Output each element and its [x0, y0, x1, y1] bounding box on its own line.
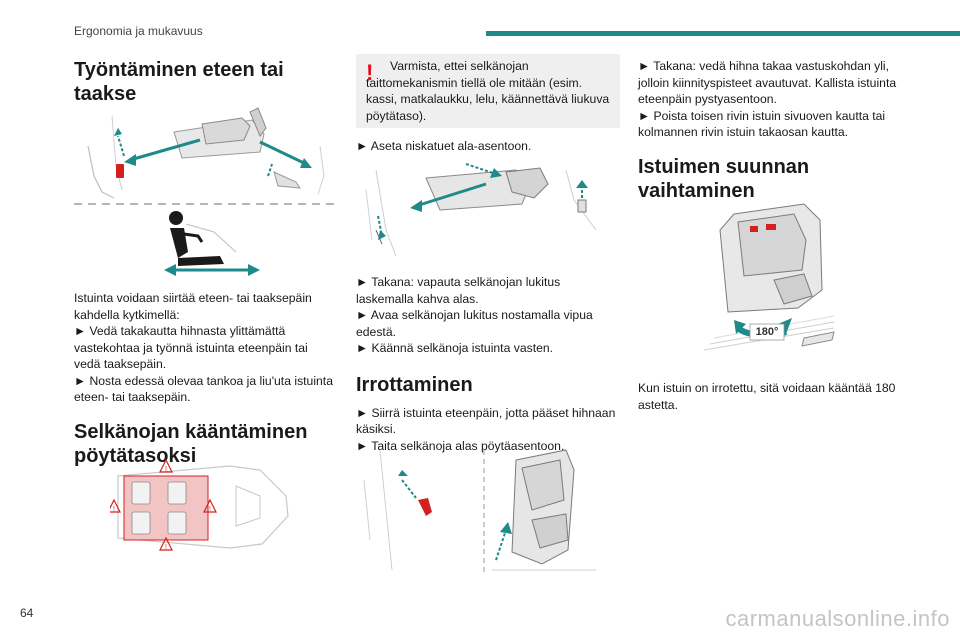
- figure-remove-seat: [356, 440, 620, 580]
- heading-removal: Irrottaminen: [356, 373, 473, 396]
- bullet-fold-to-table: ► Taita selkänoja alas pöytäasentoon.: [356, 438, 565, 453]
- bullet-headrests-down: ► Aseta niskatuet ala-asentoon.: [356, 139, 532, 153]
- rotation-angle-label: 180°: [755, 326, 779, 338]
- figure-rotate-seat: 180°: [694, 200, 844, 356]
- bullet-pull-strap-tilt: ► Takana: vedä hihna takaa vastuskohdan …: [638, 59, 897, 106]
- bullet-pull-strap: ► Vedä takakautta hihnasta ylittämättä v…: [74, 324, 308, 371]
- bullet-release-lock-rear: ► Takana: vapauta selkänojan lukitus las…: [356, 275, 561, 306]
- column-2-middle: ► Takana: vapauta selkänojan lukitus las…: [356, 274, 620, 454]
- column-2-top: ► Aseta niskatuet ala-asentoon.: [356, 138, 620, 155]
- warning-text: Varmista, ettei selkänojan taittomekanis…: [366, 59, 610, 123]
- paragraph-seat-switches: Istuinta voidaan siirtää eteen- tai taak…: [74, 291, 312, 322]
- svg-text:!: !: [165, 466, 167, 473]
- column-3-bottom: Kun istuin on irrotettu, sitä voidaan kä…: [638, 380, 904, 413]
- column-3-top: ► Takana: vedä hihna takaa vastuskohdan …: [638, 58, 904, 203]
- section-title: Ergonomia ja mukavuus: [74, 24, 203, 38]
- column-1-text: Istuinta voidaan siirtää eteen- tai taak…: [74, 290, 336, 468]
- bullet-move-seat-forward: ► Siirrä istuinta eteenpäin, jotta pääse…: [356, 405, 616, 437]
- bullet-lift-lever-front: ► Avaa selkänojan lukitus nostamalla vip…: [356, 308, 593, 339]
- bullet-lift-bar: ► Nosta edessä olevaa tankoa ja liu'uta …: [74, 373, 333, 405]
- svg-text:!: !: [209, 506, 211, 513]
- bullet-fold-backrest: ► Käännä selkänoja istuinta vasten.: [356, 341, 554, 355]
- warning-box: ! Varmista, ettei selkänojan taittomekan…: [356, 54, 620, 128]
- paragraph-rotate-180: Kun istuin on irrotettu, sitä voidaan kä…: [638, 381, 896, 412]
- warning-icon: !: [366, 60, 374, 85]
- heading-change-orientation: Istuimen suunnan vaihtaminen: [638, 155, 810, 202]
- watermark: carmanualsonline.info: [725, 606, 950, 631]
- figure-fold-backrest: [356, 160, 620, 260]
- header-accent-bar: [486, 31, 960, 36]
- svg-text:!: !: [113, 506, 115, 513]
- bullet-remove-seat-door: ► Poista toisen rivin istuin sivuoven ka…: [638, 108, 886, 140]
- figure-seat-layout-top-view: !!!!: [110, 456, 300, 556]
- heading-fold-to-table: Selkänojan kääntäminen pöytätasoksi: [74, 420, 308, 467]
- figure-seat-slide: [74, 106, 336, 284]
- heading-push-forward-back: Työntäminen eteen tai taakse: [74, 59, 284, 105]
- svg-text:!: !: [165, 544, 167, 551]
- page-number: 64: [20, 606, 34, 620]
